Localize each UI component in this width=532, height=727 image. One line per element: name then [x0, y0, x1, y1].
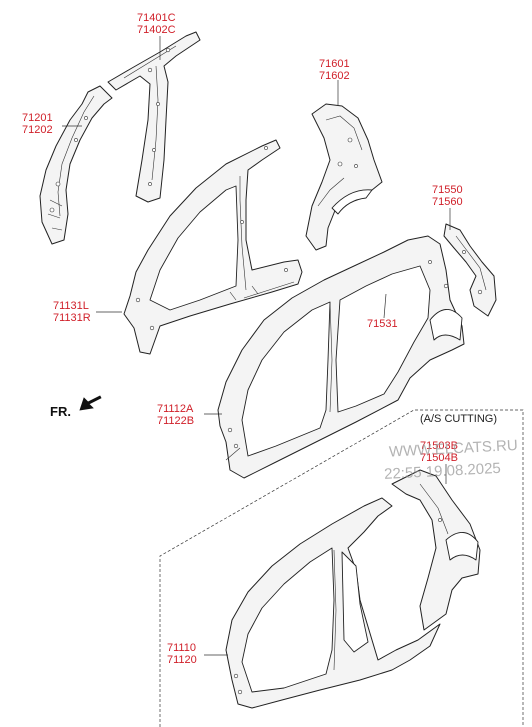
label-71601: 71601 — [319, 58, 350, 70]
front-direction-label: FR. — [50, 404, 71, 419]
label-71131l: 71131L — [53, 300, 89, 312]
label-71122b: 71122B — [157, 415, 194, 427]
label-71560: 71560 — [432, 196, 463, 208]
label-as-cutting-part: 71503B 71504B — [420, 440, 458, 464]
part-side-inner[interactable] — [123, 139, 303, 355]
watermark-site: WWW.ELCATS.RU — [389, 437, 519, 461]
part-center-pillar[interactable] — [107, 31, 201, 203]
label-71110: 71110 — [167, 642, 196, 654]
label-side-complete: 71110 71120 — [167, 642, 197, 666]
label-fuel-lid-housing: 71531 — [367, 318, 398, 330]
part-front-pillar-inner[interactable] — [39, 85, 113, 245]
label-71401c: 71401C — [137, 12, 176, 24]
label-71503b: 71503B — [420, 440, 458, 452]
label-71120: 71120 — [167, 654, 197, 666]
label-quarter-inner: 71601 71602 — [319, 58, 350, 82]
label-side-outer: 71112A 71122B — [157, 403, 194, 427]
part-side-complete[interactable] — [225, 497, 441, 709]
watermark-timestamp: 22:55 19.08.2025 — [384, 460, 502, 483]
label-71602: 71602 — [319, 70, 350, 82]
part-side-outer[interactable] — [217, 235, 465, 479]
label-rear-extension: 71550 71560 — [432, 184, 463, 208]
label-71201: 71201 — [22, 112, 53, 124]
label-side-inner: 71131L 71131R — [53, 300, 91, 324]
label-71202: 71202 — [22, 124, 53, 136]
front-arrow-icon — [79, 395, 102, 411]
watermark: WWW.ELCATS.RU 22:55 19.08.2025 — [384, 437, 519, 483]
label-71131r: 71131R — [53, 312, 91, 324]
label-71531: 71531 — [367, 318, 398, 330]
label-71504b: 71504B — [420, 452, 458, 464]
label-71550: 71550 — [432, 184, 463, 196]
front-direction-marker: FR. — [50, 395, 102, 419]
leader-lines — [62, 36, 451, 656]
label-71112a: 71112A — [157, 403, 194, 415]
as-cutting-title: (A/S CUTTING) — [420, 413, 497, 425]
part-as-cutting-rear[interactable] — [391, 469, 481, 631]
label-71402c: 71402C — [137, 24, 176, 36]
label-pillar-front: 71201 71202 — [22, 112, 53, 136]
part-rear-extension[interactable] — [443, 223, 497, 317]
label-pillar-center: 71401C 71402C — [137, 12, 176, 36]
part-quarter-inner[interactable] — [305, 103, 383, 251]
